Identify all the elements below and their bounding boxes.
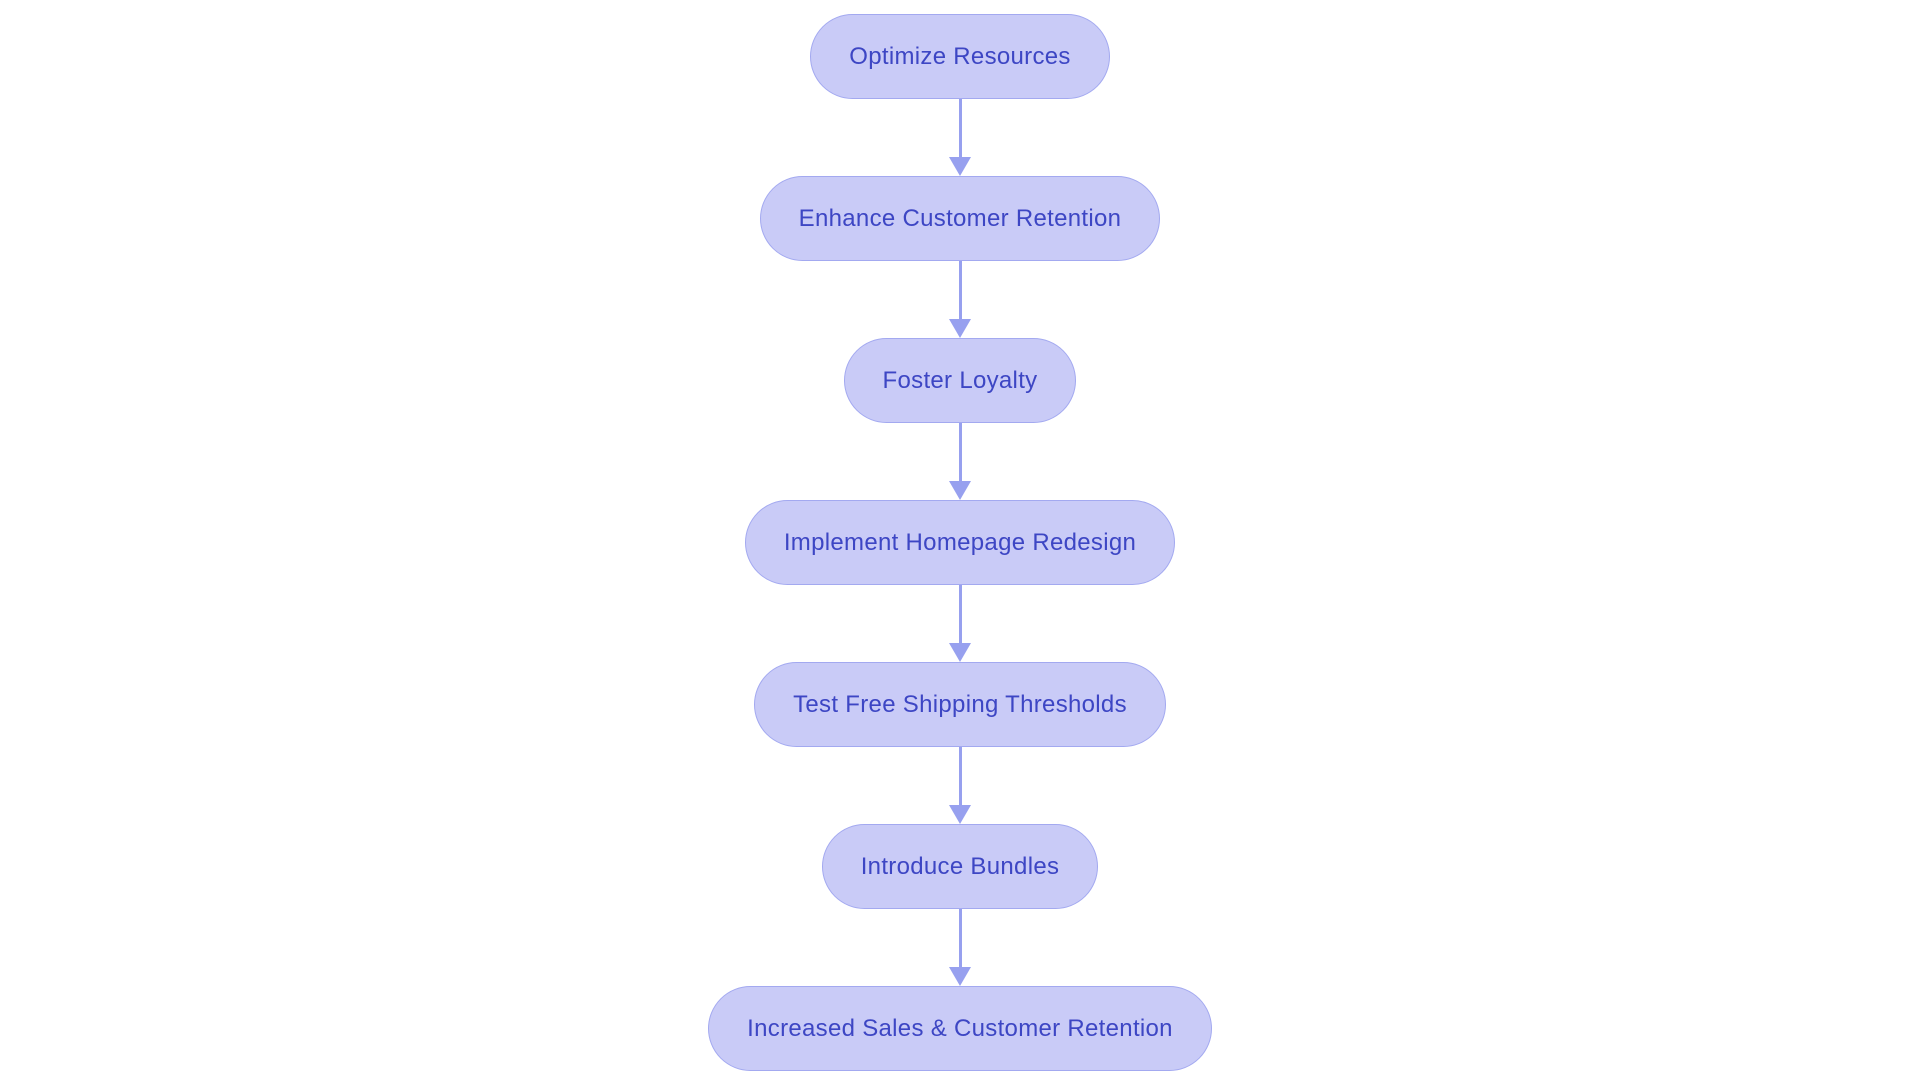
arrow-shaft [958, 585, 962, 644]
arrow-shaft [958, 261, 962, 320]
flow-node-increased-sales-customer-retention: Increased Sales & Customer Retention [708, 986, 1212, 1071]
flow-arrow-4 [949, 585, 971, 662]
arrow-head-icon [949, 805, 971, 824]
flow-node-introduce-bundles: Introduce Bundles [821, 824, 1099, 909]
flow-node-optimize-resources: Optimize Resources [810, 14, 1110, 99]
arrow-shaft [958, 747, 962, 806]
arrow-shaft [958, 423, 962, 482]
arrow-head-icon [949, 157, 971, 176]
arrow-shaft [958, 99, 962, 158]
flow-node-enhance-customer-retention: Enhance Customer Retention [759, 176, 1161, 261]
arrow-shaft [958, 909, 962, 968]
arrow-head-icon [949, 967, 971, 986]
flow-arrow-6 [949, 909, 971, 986]
flow-arrow-5 [949, 747, 971, 824]
arrow-head-icon [949, 481, 971, 500]
arrow-head-icon [949, 643, 971, 662]
arrow-head-icon [949, 319, 971, 338]
flow-arrow-2 [949, 261, 971, 338]
flow-arrow-1 [949, 99, 971, 176]
flow-node-implement-homepage-redesign: Implement Homepage Redesign [744, 500, 1176, 585]
flow-arrow-3 [949, 423, 971, 500]
flow-node-test-free-shipping-thresholds: Test Free Shipping Thresholds [754, 662, 1166, 747]
flow-node-foster-loyalty: Foster Loyalty [843, 338, 1077, 423]
